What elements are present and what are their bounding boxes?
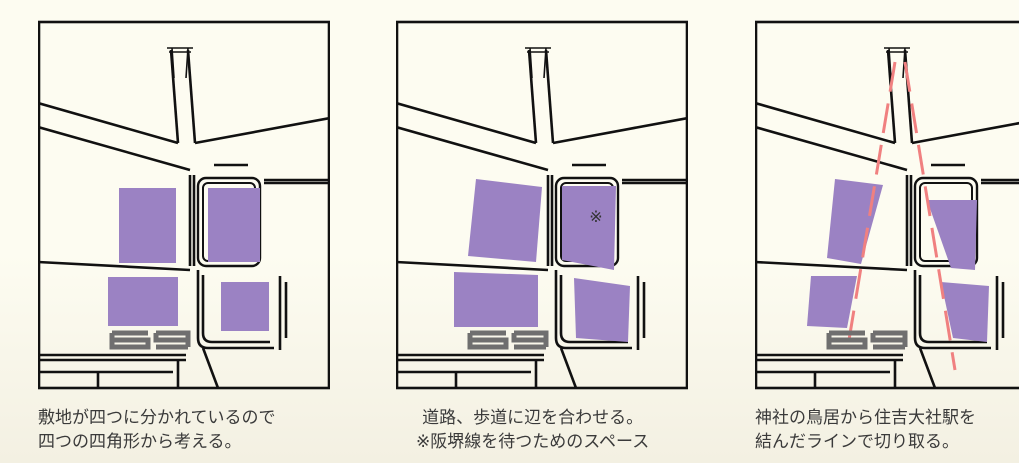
road-line (38, 125, 191, 172)
road-line (544, 49, 555, 144)
road-line (169, 49, 180, 144)
road-outline (196, 270, 274, 350)
site-block (454, 272, 538, 327)
road-outline (554, 176, 620, 268)
torii-icon (525, 47, 551, 79)
map-diagram-1 (38, 20, 330, 390)
site-block (927, 200, 977, 270)
caption-line: 道路、歩道に辺を合わせる。 (422, 408, 644, 428)
site-block (108, 277, 178, 326)
site-block (941, 282, 989, 342)
site-block (221, 282, 269, 331)
caption-line: 敷地が四つに分かれているので (38, 408, 276, 428)
road-line (981, 178, 1019, 185)
note-mark: ※ (589, 207, 602, 226)
road-line (38, 101, 179, 145)
road-line (38, 260, 191, 272)
station-symbol-icon (826, 330, 908, 350)
road-line (636, 276, 646, 350)
road-line (813, 347, 937, 389)
road-line (755, 101, 896, 145)
map-diagram-3 (755, 20, 1019, 390)
caption-line: 神社の鳥居から住吉大社駅を (755, 408, 976, 428)
road-line (396, 125, 549, 172)
diagram-panel-1: 敷地が四つに分かれているので 四つの四角形から考える。 (38, 0, 330, 452)
diagram-panel-2: ※ 道路、歩道に辺を合わせる。 ※阪堺線を待つためのスペース (396, 0, 688, 452)
diagram-panel-3: 神社の鳥居から住吉大社駅を 結んだラインで切り取る。 (755, 0, 1019, 452)
road-outline (554, 270, 632, 350)
road-line (194, 116, 330, 145)
road-line (546, 175, 554, 266)
road-line (552, 116, 688, 145)
site-block (119, 188, 176, 263)
road-line (905, 175, 913, 266)
station-symbol-icon (467, 330, 549, 350)
caption-2: 道路、歩道に辺を合わせる。 ※阪堺線を待つためのスペース (416, 406, 649, 454)
site-block (208, 188, 260, 262)
road-line (995, 276, 1005, 350)
road-line (622, 178, 688, 185)
road-line (264, 178, 330, 185)
road-line (886, 49, 897, 144)
site-block (574, 278, 630, 342)
road-line (396, 260, 549, 272)
road-line (454, 347, 578, 389)
torii-icon (884, 47, 910, 79)
road-line (527, 49, 538, 144)
caption-3: 神社の鳥居から住吉大社駅を 結んだラインで切り取る。 (755, 406, 976, 454)
torii-icon (167, 47, 193, 79)
road-line (755, 125, 908, 172)
road-line (911, 121, 1019, 145)
road-line (755, 260, 908, 272)
map-frame (38, 20, 330, 390)
road-line (396, 101, 537, 145)
caption-line: 結んだラインで切り取る。 (755, 432, 959, 452)
site-block (827, 179, 883, 264)
cut-line (845, 61, 957, 371)
road-line (186, 49, 197, 144)
road-outline (913, 176, 979, 268)
site-block (468, 179, 542, 262)
road-outline (913, 270, 991, 350)
map-frame (755, 20, 1019, 390)
site-block (562, 186, 616, 270)
road-line (188, 175, 196, 266)
site-block (807, 276, 857, 328)
map-frame (396, 20, 688, 390)
map-diagram-2: ※ (396, 20, 688, 390)
road-line (278, 276, 288, 350)
road-line (96, 347, 220, 389)
station-symbol-icon (109, 330, 191, 350)
caption-1: 敷地が四つに分かれているので 四つの四角形から考える。 (38, 406, 276, 454)
caption-line: ※阪堺線を待つためのスペース (416, 432, 650, 452)
caption-line: 四つの四角形から考える。 (38, 432, 242, 452)
